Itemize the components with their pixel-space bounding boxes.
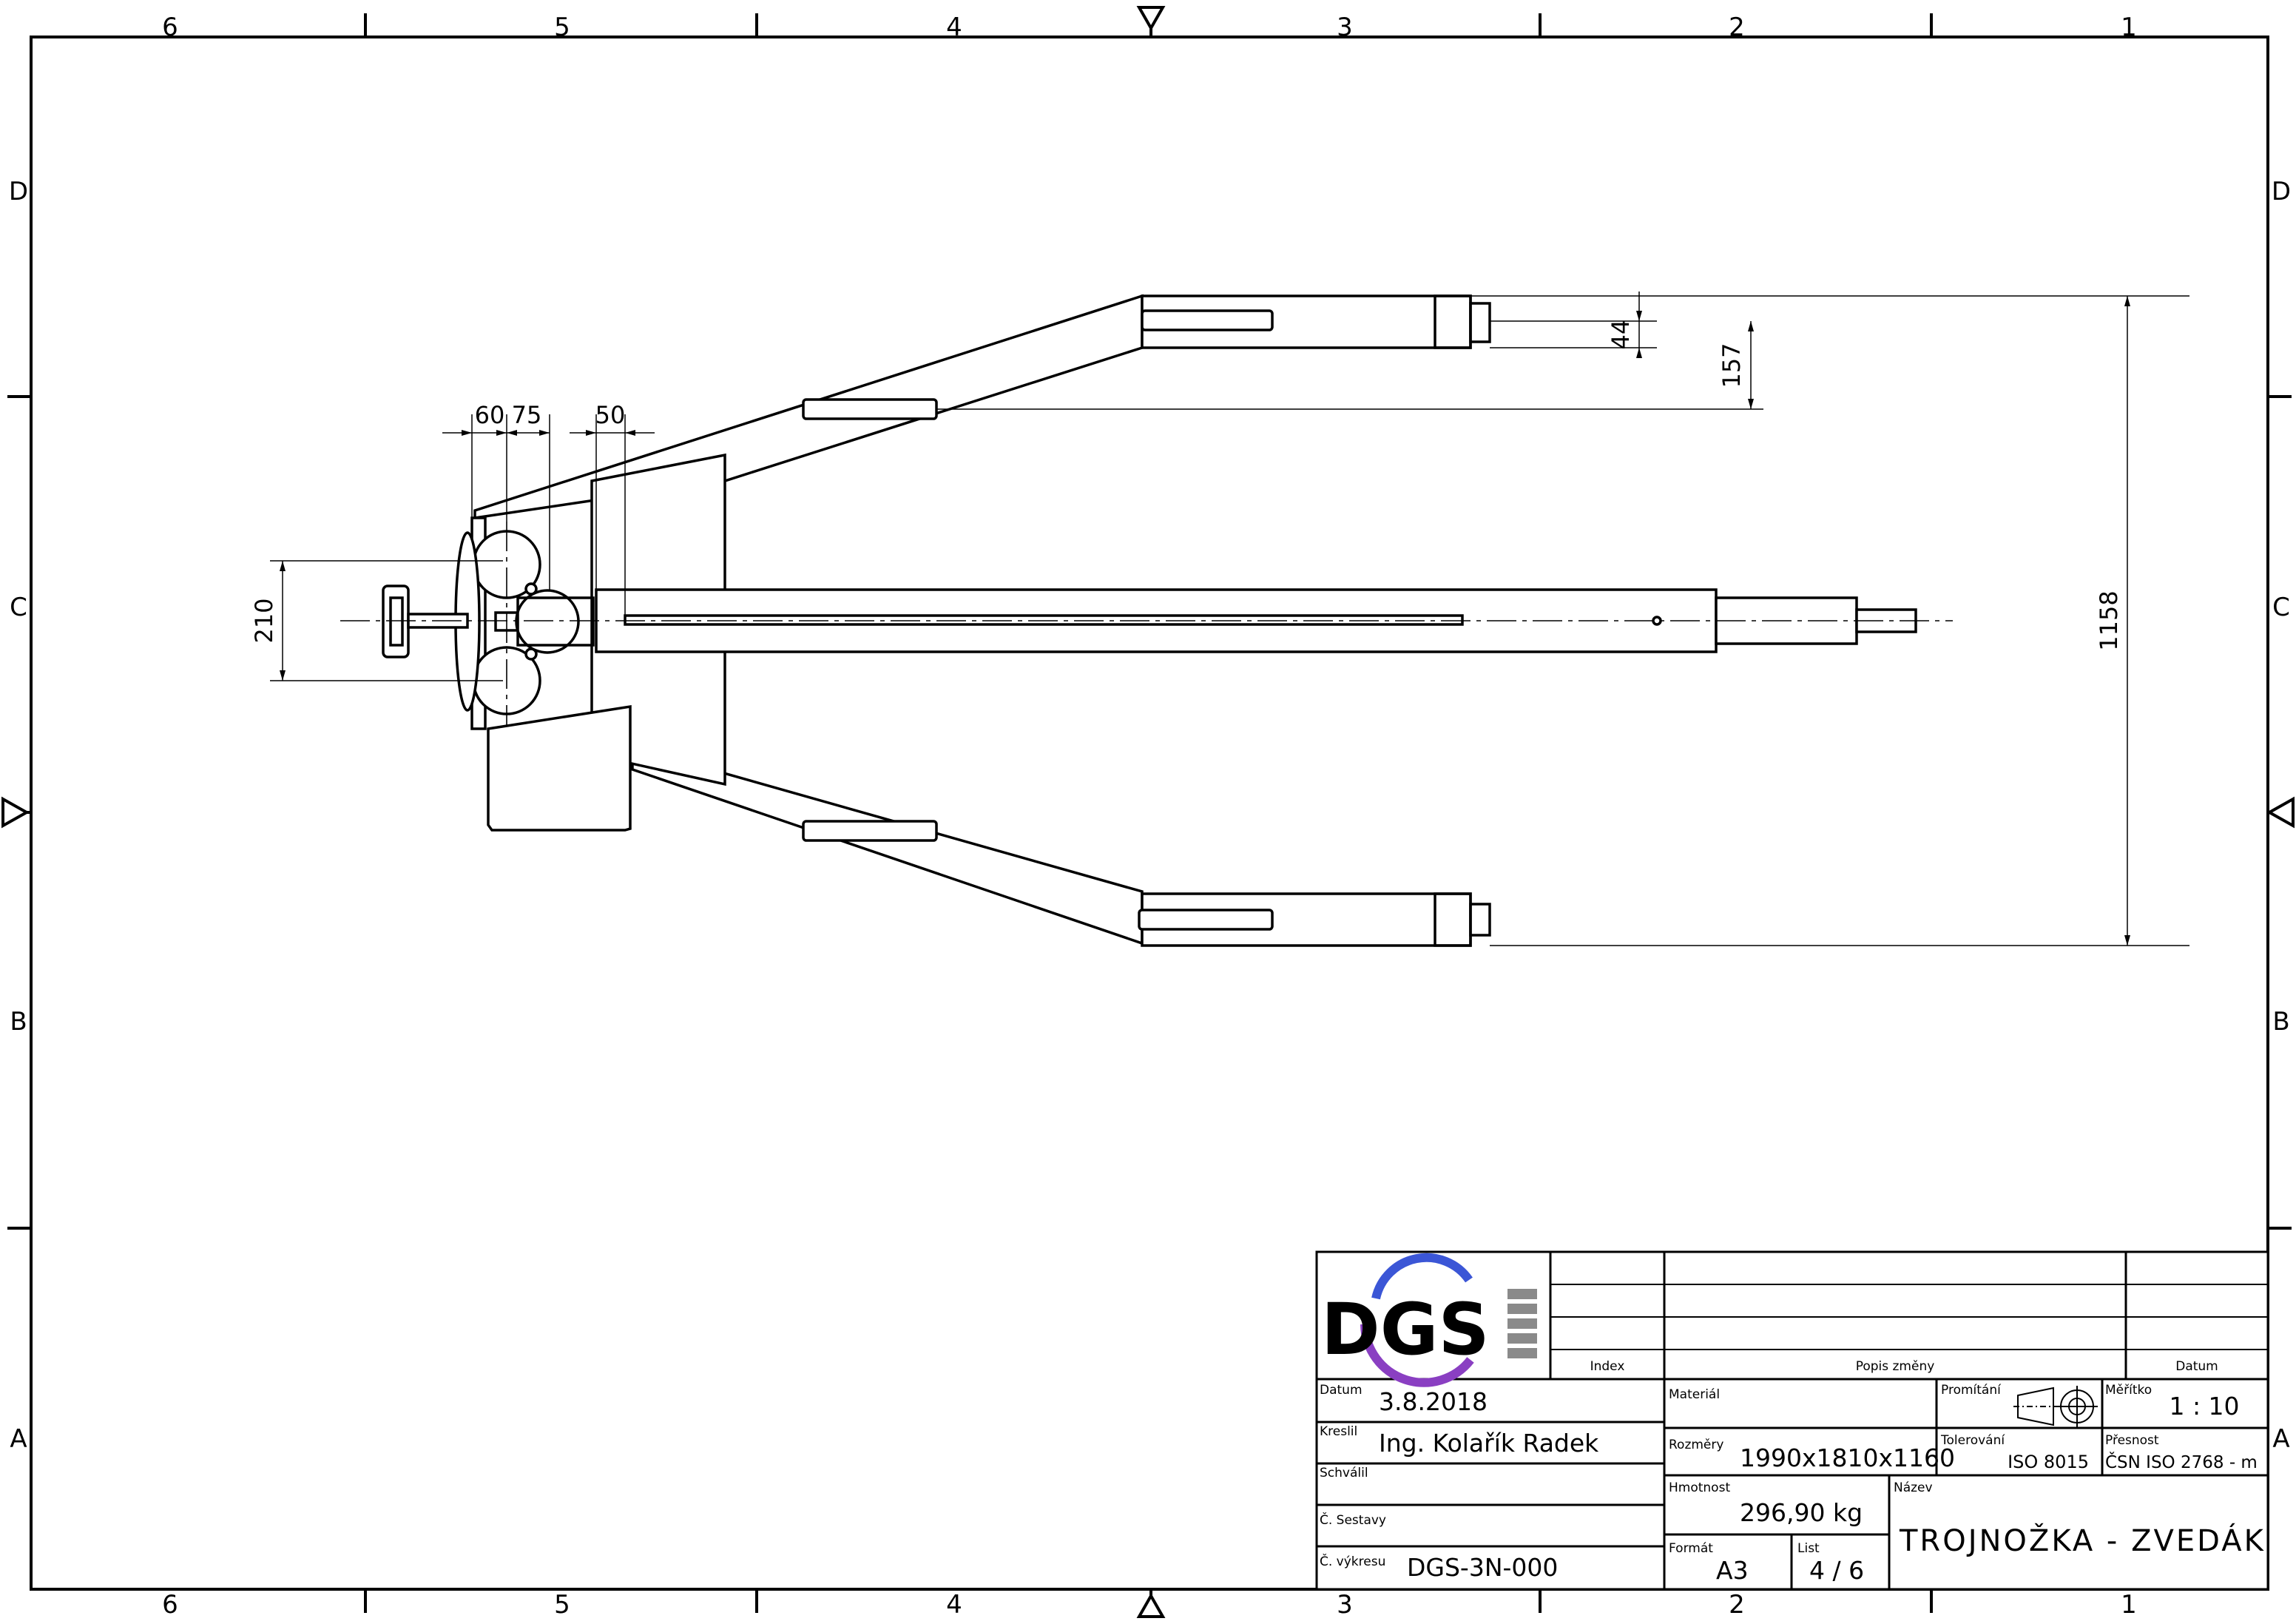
- zone-row-label: A: [2272, 1424, 2289, 1454]
- logo-text: DGS: [1321, 1288, 1490, 1371]
- zone-row-label: A: [10, 1424, 27, 1454]
- zone-col-label: 2: [1729, 13, 1745, 42]
- zone-col-label: 4: [946, 13, 962, 42]
- dim-1158: 1158: [2095, 590, 2123, 650]
- dim-210: 210: [250, 598, 278, 643]
- upper-leg-slot: [1141, 309, 1274, 331]
- rev-header-datum: Datum: [2175, 1359, 2218, 1374]
- zone-col-label: 3: [1337, 13, 1353, 42]
- list-value: 4 / 6: [1809, 1556, 1864, 1585]
- left-centering-triangle: [1, 796, 31, 829]
- dim-60: 60: [475, 401, 505, 429]
- vykresu-label: Č. výkresu: [1320, 1553, 1385, 1569]
- upper-leg-pad: [802, 398, 938, 420]
- lower-leg-clamp: [1434, 892, 1472, 947]
- lower-leg-end-cap: [1469, 903, 1491, 937]
- presnost-label: Přesnost: [2105, 1433, 2159, 1448]
- dim-157: 157: [1718, 343, 1746, 388]
- gear-bolt-bottom: [524, 647, 538, 661]
- upper-leg-end-cap: [1469, 302, 1491, 343]
- projection-symbol-icon: [2013, 1386, 2098, 1427]
- dim-75: 75: [512, 401, 542, 429]
- zone-col-label: 5: [554, 1590, 570, 1620]
- zone-col-label: 1: [2121, 13, 2137, 42]
- upper-leg-clamp: [1434, 294, 1472, 349]
- meritko-value: 1 : 10: [2169, 1392, 2239, 1421]
- zone-col-label: 4: [946, 1590, 962, 1620]
- rozmery-value: 1990x1810x1160: [1740, 1443, 1955, 1472]
- rozmery-label: Rozměry: [1669, 1438, 1723, 1452]
- tolerovani-label: Tolerování: [1940, 1433, 2005, 1448]
- nazev-value: TROJNOŽKA - ZVEDÁK: [1899, 1523, 2266, 1558]
- dim-50: 50: [595, 401, 626, 429]
- format-value: A3: [1716, 1556, 1749, 1585]
- gear-hub: [515, 589, 580, 654]
- list-label: List: [1797, 1541, 1820, 1556]
- zone-col-label: 2: [1729, 1590, 1745, 1620]
- bottom-centering-triangle: [1136, 1589, 1166, 1618]
- top-centering-triangle: [1136, 6, 1166, 37]
- sestavy-label: Č. Sestavy: [1320, 1512, 1386, 1528]
- presnost-value: ČSN ISO 2768 - m: [2105, 1452, 2258, 1472]
- zone-ticks: [7, 13, 2292, 1613]
- format-label: Formát: [1669, 1541, 1713, 1556]
- logo-arc-top: [1371, 1253, 1473, 1300]
- dim-44: 44: [1607, 320, 1635, 350]
- kreslil-label: Kreslil: [1320, 1424, 1357, 1439]
- dimension-arrows: [280, 296, 2130, 946]
- centering-marks: [1, 6, 2295, 1618]
- gearbox-housing: [487, 704, 632, 832]
- logo-stack-icon: [1507, 1289, 1537, 1358]
- promitani-label: Promítání: [1941, 1383, 2002, 1398]
- lower-leg-slot: [1138, 909, 1274, 931]
- right-centering-triangle: [2266, 796, 2295, 829]
- rev-header-index: Index: [1590, 1359, 1625, 1374]
- center-lines: [340, 522, 1953, 725]
- kreslil-value: Ing. Kolařík Radek: [1379, 1429, 1599, 1458]
- schvalil-label: Schválil: [1320, 1466, 1368, 1480]
- rev-header-popis: Popis změny: [1856, 1359, 1935, 1374]
- meritko-label: Měřítko: [2105, 1383, 2152, 1398]
- zone-row-label: D: [9, 177, 28, 206]
- logo-arc-bottom: [1360, 1324, 1474, 1387]
- dimension-values: 60 75 50 44 157 1158 210: [250, 320, 2123, 651]
- gear-hub-frame: [516, 596, 595, 647]
- lower-leg-pad: [802, 820, 938, 842]
- hmotnost-value: 296,90 kg: [1740, 1498, 1863, 1527]
- zone-col-label: 6: [162, 1590, 178, 1620]
- zone-row-label: D: [2272, 177, 2291, 206]
- datum-label: Datum: [1320, 1383, 1363, 1398]
- zone-row-label: C: [2272, 593, 2290, 622]
- tolerovani-value: ISO 8015: [2008, 1452, 2089, 1472]
- zone-col-label: 3: [1337, 1590, 1353, 1620]
- column-pin: [1652, 616, 1662, 626]
- zone-col-label: 6: [162, 13, 178, 42]
- zone-row-label: B: [2272, 1007, 2289, 1037]
- zone-row-label: B: [10, 1007, 27, 1037]
- vykresu-value: DGS-3N-000: [1407, 1553, 1558, 1582]
- gear-bolt-top: [524, 582, 538, 596]
- zone-row-label: C: [10, 593, 27, 622]
- crank-handle-inner: [389, 596, 404, 647]
- dgs-logo: DGS: [1321, 1253, 1537, 1387]
- datum-value: 3.8.2018: [1379, 1387, 1488, 1416]
- nazev-label: Název: [1894, 1480, 1933, 1495]
- zone-col-label: 5: [554, 13, 570, 42]
- title-block-text: Index Popis změny Datum Datum 3.8.2018 K…: [1320, 1359, 2266, 1585]
- column-slot: [624, 614, 1464, 626]
- zone-col-label: 1: [2121, 1590, 2137, 1620]
- title-block: [1315, 1250, 2269, 1591]
- hmotnost-label: Hmotnost: [1669, 1480, 1730, 1495]
- material-label: Materiál: [1669, 1387, 1720, 1402]
- dimension-lines: [270, 292, 2189, 946]
- zone-labels: 6 5 4 3 2 1 6 5 4 3 2 1 D C B A D C B A: [9, 13, 2291, 1620]
